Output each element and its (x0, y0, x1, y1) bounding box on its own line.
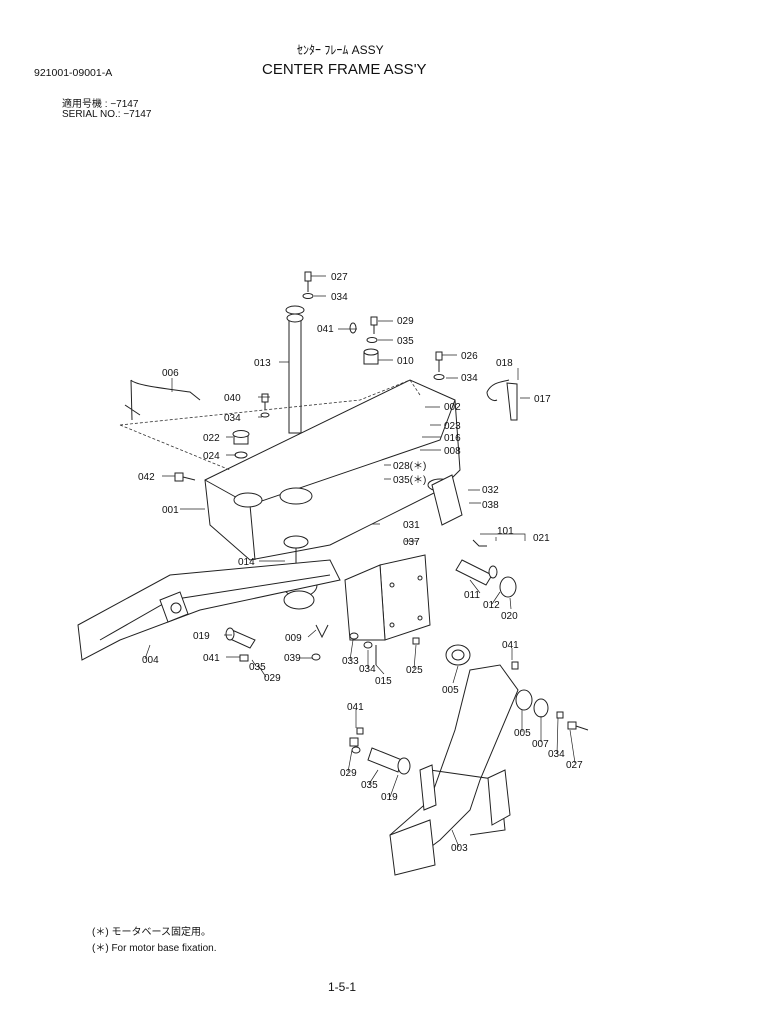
serial-range-english: SERIAL NO.: −7147 (62, 109, 152, 120)
callout-004: 004 (142, 655, 159, 666)
callout-001: 001 (162, 505, 179, 516)
page-number: 1-5-1 (328, 980, 357, 994)
callout-032: 032 (482, 485, 499, 496)
callout-027: 027 (331, 272, 348, 283)
callout-031: 031 (403, 520, 420, 531)
callout-020: 020 (501, 611, 518, 622)
callout-034: 034 (331, 292, 348, 303)
footnote-japanese: (＊) モータベース固定用。 (92, 927, 211, 938)
callout-034: 034 (224, 413, 241, 424)
callout-042: 042 (138, 472, 155, 483)
callout-029: 029 (264, 673, 281, 684)
callout-012: 012 (483, 600, 500, 611)
callout-027: 027 (566, 760, 583, 771)
callout-039: 039 (284, 653, 301, 664)
callout-029: 029 (340, 768, 357, 779)
diagram-artwork (77, 271, 589, 876)
callout-035: 035 (397, 336, 414, 347)
callout-023: 023 (444, 421, 461, 432)
callout-041: 041 (203, 653, 220, 664)
callout-011: 011 (464, 590, 480, 601)
callout-009: 009 (285, 633, 302, 644)
callout-018: 018 (496, 358, 513, 369)
callout-041: 041 (347, 702, 364, 713)
callout-035: 035 (249, 662, 266, 673)
callout-005: 005 (514, 728, 531, 739)
callout-040: 040 (224, 393, 241, 404)
callout-034: 034 (359, 664, 376, 675)
callout-026: 026 (461, 351, 478, 362)
callout-029: 029 (397, 316, 414, 327)
callout-017: 017 (534, 394, 551, 405)
callout-005: 005 (442, 685, 459, 696)
callout-010: 010 (397, 356, 414, 367)
callout-016: 016 (444, 433, 461, 444)
callout-028-star: 028(＊) (393, 461, 426, 472)
callout-019: 019 (381, 792, 398, 803)
callout-013: 013 (254, 358, 271, 369)
callout-041: 041 (502, 640, 519, 651)
callout-007: 007 (532, 739, 549, 750)
callout-041: 041 (317, 324, 334, 335)
serial-range-japanese: 適用号機 : −7147 (62, 99, 139, 110)
document-number: 921001-09001-A (34, 67, 113, 79)
title-japanese: ｾﾝﾀｰ ﾌﾚｰﾑ ASSY (297, 43, 384, 57)
callout-014: 014 (238, 557, 255, 568)
callout-025: 025 (406, 665, 423, 676)
callout-021: 021 (533, 533, 550, 544)
footnote-english: (＊) For motor base fixation. (92, 943, 217, 954)
callout-034: 034 (461, 373, 478, 384)
callout-003: 003 (451, 843, 468, 854)
callout-006: 006 (162, 368, 179, 379)
callout-034: 034 (548, 749, 565, 760)
title-english: CENTER FRAME ASS'Y (262, 61, 427, 78)
callout-101: 101 (497, 526, 514, 537)
callout-002: 002 (444, 402, 461, 413)
callout-labels: 027 034 029 041 035 010 013 026 018 034 … (138, 272, 583, 854)
callout-024: 024 (203, 451, 220, 462)
callout-037: 037 (403, 537, 420, 548)
callout-008: 008 (444, 446, 461, 457)
callout-038: 038 (482, 500, 499, 511)
callout-015: 015 (375, 676, 392, 687)
callout-019: 019 (193, 631, 210, 642)
callout-033: 033 (342, 656, 359, 667)
callout-035: 035 (361, 780, 378, 791)
callout-022: 022 (203, 433, 220, 444)
callout-035-star: 035(＊) (393, 475, 426, 486)
